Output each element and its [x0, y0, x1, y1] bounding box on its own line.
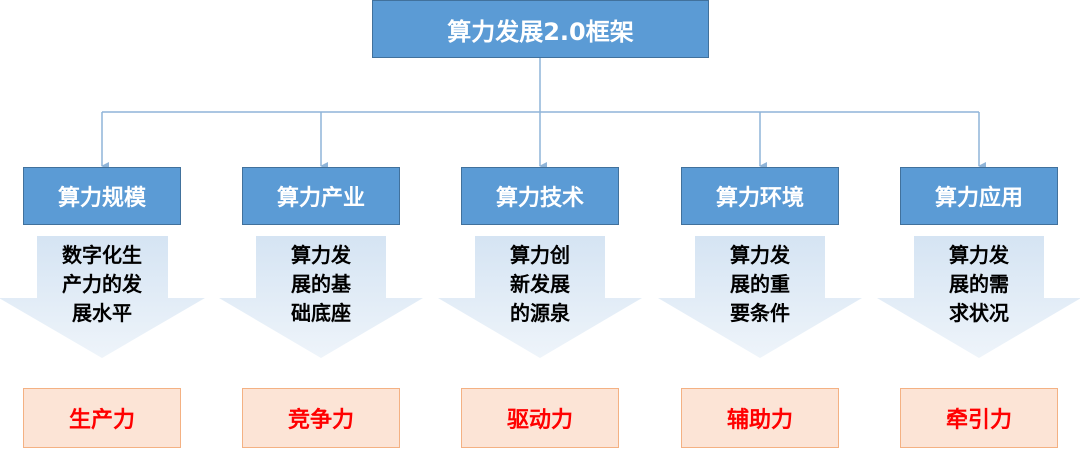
- result-label: 生产力: [68, 408, 135, 433]
- down-arrow-icon-1: [0, 236, 205, 358]
- down-arrow-icon-4: [658, 236, 862, 358]
- result-label: 辅助力: [726, 408, 793, 433]
- description-5: 算力发 展的需 求状况: [924, 236, 1034, 332]
- heading-label: 算力规模: [57, 186, 146, 211]
- framework-title-box: 算力发展2.0框架: [372, 0, 709, 58]
- description-3: 算力创 新发展 的源泉: [485, 236, 595, 332]
- result-box-3: 驱动力: [461, 388, 619, 448]
- result-label: 牵引力: [945, 408, 1012, 433]
- description-4: 算力发 展的重 要条件: [705, 236, 815, 332]
- result-box-5: 牵引力: [900, 388, 1058, 448]
- description-1: 数字化生 产力的发 展水平: [47, 236, 157, 332]
- description-2: 算力发 展的基 础底座: [266, 236, 376, 332]
- heading-label: 算力技术: [495, 186, 584, 211]
- description-text: 算力发 展的基 础底座: [291, 242, 351, 325]
- heading-label: 算力产业: [276, 186, 365, 211]
- heading-box-3: 算力技术: [461, 167, 619, 225]
- down-arrow-icon-5: [877, 236, 1080, 358]
- result-box-4: 辅助力: [681, 388, 839, 448]
- heading-label: 算力环境: [715, 186, 804, 211]
- description-text: 算力创 新发展 的源泉: [510, 242, 570, 325]
- description-text: 算力发 展的需 求状况: [949, 242, 1009, 325]
- result-box-2: 竞争力: [242, 388, 400, 448]
- result-label: 竞争力: [287, 408, 354, 433]
- down-arrow-icon-3: [438, 236, 642, 358]
- heading-label: 算力应用: [934, 186, 1023, 211]
- heading-box-4: 算力环境: [681, 167, 839, 225]
- result-box-1: 生产力: [23, 388, 181, 448]
- description-text: 数字化生 产力的发 展水平: [62, 242, 142, 325]
- framework-title: 算力发展2.0框架: [447, 17, 634, 46]
- result-label: 驱动力: [506, 408, 573, 433]
- description-text: 算力发 展的重 要条件: [730, 242, 790, 325]
- heading-box-1: 算力规模: [23, 167, 181, 225]
- heading-box-5: 算力应用: [900, 167, 1058, 225]
- heading-box-2: 算力产业: [242, 167, 400, 225]
- down-arrow-icon-2: [219, 236, 423, 358]
